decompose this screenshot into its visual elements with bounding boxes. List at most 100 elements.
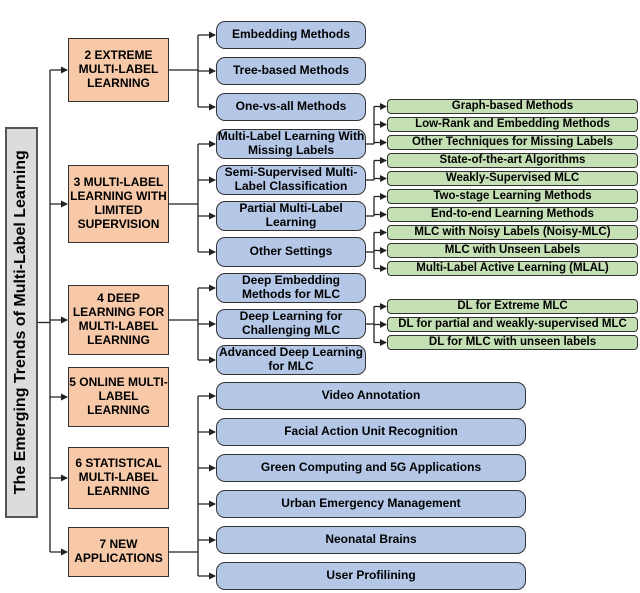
topic-box-deep-learning-for-challenging-mlc: Deep Learning for Challenging MLC (216, 309, 366, 339)
category-box-6-statistical-multi-label-learning-label: 6 STATISTICAL MULTI-LABEL LEARNING (75, 456, 162, 498)
branch-arrowhead (380, 247, 387, 254)
topic-box-one-vs-all-methods-label: One-vs-all Methods (235, 99, 347, 114)
subtopic-box-dl-for-mlc-with-unseen-labels-label: DL for MLC with unseen labels (428, 335, 597, 348)
subtopic-box-weakly-supervised-mlc-label: Weakly-Supervised MLC (445, 171, 580, 184)
branch-arrowhead (209, 572, 216, 580)
topic-box-tree-based-methods: Tree-based Methods (216, 57, 366, 85)
branch-arrowhead (209, 140, 216, 148)
branch-arrowhead (61, 66, 68, 74)
topic-box-multi-label-learning-with-missing-labels: Multi-Label Learning With Missing Labels (216, 129, 366, 159)
subtopic-box-dl-for-mlc-with-unseen-labels: DL for MLC with unseen labels (387, 335, 638, 350)
branch-arrowhead (209, 176, 216, 184)
topic-box-user-profilining: User Profilining (216, 562, 526, 590)
topic-box-partial-multi-label-learning-label: Partial Multi-Label Learning (239, 201, 343, 229)
root-title-box-label: The Emerging Trends of Multi-Label Learn… (12, 150, 30, 495)
topic-box-embedding-methods-label: Embedding Methods (232, 27, 350, 42)
branch-arrowhead (209, 356, 216, 364)
topic-box-green-computing-and-5g-applications-label: Green Computing and 5G Applications (260, 460, 482, 475)
subtopic-box-two-stage-learning-methods: Two-stage Learning Methods (387, 189, 638, 204)
subtopic-box-other-techniques-for-missing-labels-label: Other Techniques for Missing Labels (411, 135, 614, 148)
subtopic-box-mlc-with-unseen-labels: MLC with Unseen Labels (387, 243, 638, 258)
subtopic-box-graph-based-methods-label: Graph-based Methods (451, 99, 574, 112)
branch-arrowhead (380, 265, 387, 272)
branch-arrowhead (209, 31, 216, 39)
topic-box-neonatal-brains-label: Neonatal Brains (325, 532, 417, 547)
branch-arrowhead (380, 303, 387, 310)
branch-arrowhead (209, 428, 216, 436)
category-box-5-online-multi-label-learning: 5 ONLINE MULTI-LABEL LEARNING (68, 367, 169, 427)
branch-arrowhead (380, 229, 387, 236)
branch-arrowhead (380, 175, 387, 182)
root-title-box: The Emerging Trends of Multi-Label Learn… (5, 127, 38, 518)
topic-box-partial-multi-label-learning: Partial Multi-Label Learning (216, 201, 366, 231)
category-box-5-online-multi-label-learning-label: 5 ONLINE MULTI-LABEL LEARNING (69, 375, 168, 417)
branch-arrowhead (209, 392, 216, 400)
subtopic-box-state-of-the-art-algorithms: State-of-the-art Algorithms (387, 153, 638, 168)
topic-box-urban-emergency-management-label: Urban Emergency Management (281, 496, 461, 511)
category-box-2-extreme-multi-label-learning-label: 2 EXTREME MULTI-LABEL LEARNING (78, 48, 159, 90)
subtopic-box-dl-for-partial-and-weakly-supervised-mlc-label: DL for partial and weakly-supervised MLC (398, 317, 627, 330)
branch-arrowhead (209, 464, 216, 472)
branch-arrowhead (380, 139, 387, 146)
branch-arrowhead (209, 500, 216, 508)
subtopic-box-mlc-with-unseen-labels-label: MLC with Unseen Labels (444, 243, 581, 256)
topic-box-semi-supervised-multi-label-classificati: Semi-Supervised Multi-Label Classificati… (216, 165, 366, 195)
topic-box-facial-action-unit-recognition: Facial Action Unit Recognition (216, 418, 526, 446)
category-box-3-multi-label-learning-with-limited-supe-label: 3 MULTI-LABEL LEARNING WITH LIMITED SUPE… (70, 175, 167, 231)
branch-arrowhead (209, 284, 216, 292)
topic-box-advanced-deep-learning-for-mlc: Advanced Deep Learning for MLC (216, 345, 366, 375)
branch-arrowhead (380, 157, 387, 164)
subtopic-box-low-rank-and-embedding-methods-label: Low-Rank and Embedding Methods (415, 117, 610, 130)
category-box-7-new-applications: 7 NEW APPLICATIONS (68, 527, 169, 577)
category-box-2-extreme-multi-label-learning: 2 EXTREME MULTI-LABEL LEARNING (68, 38, 169, 102)
category-box-3-multi-label-learning-with-limited-supe: 3 MULTI-LABEL LEARNING WITH LIMITED SUPE… (68, 165, 169, 243)
topic-box-deep-embedding-methods-for-mlc-label: Deep Embedding Methods for MLC (241, 273, 340, 301)
subtopic-box-other-techniques-for-missing-labels: Other Techniques for Missing Labels (387, 135, 638, 150)
topic-box-embedding-methods: Embedding Methods (216, 21, 366, 49)
subtopic-box-graph-based-methods: Graph-based Methods (387, 99, 638, 114)
subtopic-box-dl-for-extreme-mlc-label: DL for Extreme MLC (457, 299, 568, 312)
branch-arrowhead (380, 321, 387, 328)
branch-arrowhead (209, 103, 216, 111)
topic-box-tree-based-methods-label: Tree-based Methods (232, 63, 350, 78)
topic-box-deep-embedding-methods-for-mlc: Deep Embedding Methods for MLC (216, 273, 366, 303)
branch-arrowhead (380, 121, 387, 128)
subtopic-box-low-rank-and-embedding-methods: Low-Rank and Embedding Methods (387, 117, 638, 132)
category-box-4-deep-learning-for-multi-label-learning-label: 4 DEEP LEARNING FOR MULTI-LABEL LEARNING (72, 291, 165, 347)
topic-box-advanced-deep-learning-for-mlc-label: Advanced Deep Learning for MLC (218, 345, 364, 373)
branch-arrowhead (209, 67, 216, 75)
category-box-4-deep-learning-for-multi-label-learning: 4 DEEP LEARNING FOR MULTI-LABEL LEARNING (68, 285, 169, 355)
subtopic-box-end-to-end-learning-methods: End-to-end Learning Methods (387, 207, 638, 222)
topic-box-other-settings-label: Other Settings (249, 244, 333, 259)
topic-box-deep-learning-for-challenging-mlc-label: Deep Learning for Challenging MLC (239, 309, 343, 337)
branch-arrowhead (209, 536, 216, 544)
topic-box-neonatal-brains: Neonatal Brains (216, 526, 526, 554)
topic-box-video-annotation: Video Annotation (216, 382, 526, 410)
topic-box-facial-action-unit-recognition-label: Facial Action Unit Recognition (284, 424, 458, 439)
category-box-6-statistical-multi-label-learning: 6 STATISTICAL MULTI-LABEL LEARNING (68, 447, 169, 509)
subtopic-box-mlc-with-noisy-labels-noisy-mlc-label: MLC with Noisy Labels (Noisy-MLC) (414, 225, 611, 238)
topic-box-semi-supervised-multi-label-classificati-label: Semi-Supervised Multi-Label Classificati… (224, 165, 358, 193)
branch-arrowhead (61, 548, 68, 556)
branch-arrowhead (380, 193, 387, 200)
branch-arrowhead (380, 339, 387, 346)
branch-arrowhead (209, 212, 216, 220)
topic-box-green-computing-and-5g-applications: Green Computing and 5G Applications (216, 454, 526, 482)
topic-box-other-settings: Other Settings (216, 237, 366, 267)
subtopic-box-dl-for-extreme-mlc: DL for Extreme MLC (387, 299, 638, 314)
branch-arrowhead (380, 103, 387, 110)
topic-box-urban-emergency-management: Urban Emergency Management (216, 490, 526, 518)
branch-arrowhead (209, 248, 216, 256)
branch-arrowhead (61, 393, 68, 401)
topic-box-one-vs-all-methods: One-vs-all Methods (216, 93, 366, 121)
branch-arrowhead (209, 320, 216, 328)
branch-arrowhead (61, 316, 68, 324)
subtopic-box-dl-for-partial-and-weakly-supervised-mlc: DL for partial and weakly-supervised MLC (387, 317, 638, 332)
subtopic-box-multi-label-active-learning-mlal: Multi-Label Active Learning (MLAL) (387, 261, 638, 276)
category-box-7-new-applications-label: 7 NEW APPLICATIONS (74, 537, 163, 565)
branch-arrowhead (380, 211, 387, 218)
subtopic-box-end-to-end-learning-methods-label: End-to-end Learning Methods (431, 207, 594, 220)
subtopic-box-two-stage-learning-methods-label: Two-stage Learning Methods (433, 189, 592, 202)
